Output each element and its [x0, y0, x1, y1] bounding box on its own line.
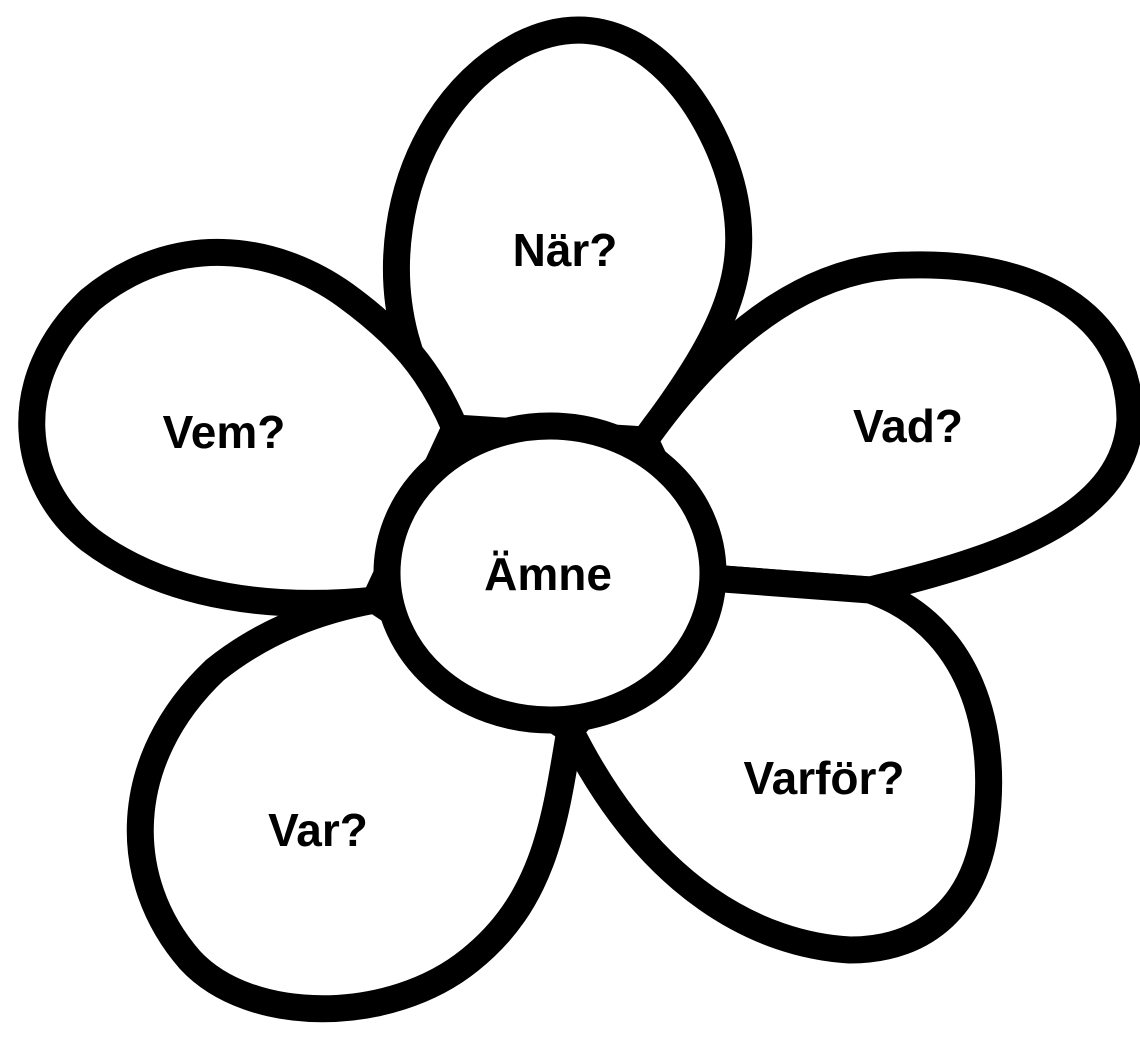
petal-label-upper-right: Vad? — [853, 400, 963, 452]
center-label: Ämne — [484, 548, 612, 600]
petal-label-lower-left: Var? — [268, 804, 368, 856]
petal-label-lower-right: Varför? — [743, 752, 904, 804]
petal-label-upper-left: Vem? — [163, 406, 286, 458]
petal-label-top: När? — [513, 224, 618, 276]
